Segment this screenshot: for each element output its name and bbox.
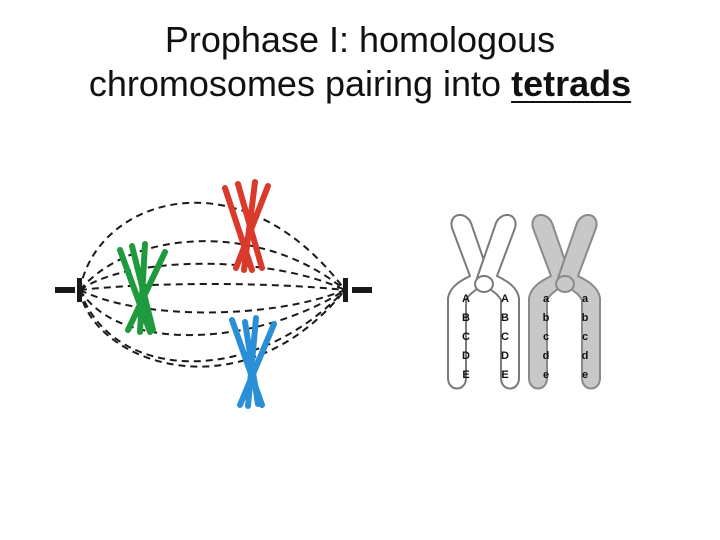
title-line-1: Prophase I: homologous bbox=[164, 19, 556, 60]
allele-dark-right-e: e bbox=[582, 369, 588, 381]
allele-light-right-D: D bbox=[501, 350, 509, 362]
allele-light-left-C: C bbox=[462, 331, 470, 343]
tetrad-green bbox=[117, 241, 168, 335]
allele-light-right-C: C bbox=[501, 331, 509, 343]
allele-dark-right-b: b bbox=[582, 312, 589, 324]
homolog-dark-chromatid-left bbox=[528, 214, 573, 390]
allele-dark-left-a: a bbox=[543, 293, 550, 305]
title-line-2: chromosomes pairing into bbox=[88, 63, 512, 104]
homolog-light-chromatid-right bbox=[475, 214, 520, 390]
allele-light-right-E: E bbox=[501, 369, 508, 381]
homolog-dark bbox=[528, 214, 601, 390]
right-centriole bbox=[343, 278, 372, 302]
allele-dark-right-d: d bbox=[582, 350, 589, 362]
allele-dark-left-d: d bbox=[543, 350, 550, 362]
allele-light-left-A: A bbox=[462, 293, 470, 305]
allele-light-left-D: D bbox=[462, 350, 470, 362]
allele-dark-left-b: b bbox=[543, 312, 550, 324]
allele-light-left-B: B bbox=[462, 312, 470, 324]
left-centriole bbox=[55, 278, 82, 302]
allele-light-right-A: A bbox=[501, 293, 509, 305]
allele-light-left-E: E bbox=[462, 369, 469, 381]
allele-dark-right-a: a bbox=[582, 293, 589, 305]
spindle-apparatus bbox=[79, 201, 346, 368]
allele-light-right-B: B bbox=[501, 312, 509, 324]
homolog-light-centromere bbox=[474, 275, 494, 293]
spindle-outer-top bbox=[79, 201, 346, 291]
tetrad-red bbox=[222, 179, 271, 273]
tetrad-blue bbox=[229, 315, 277, 409]
homolog-light-chromatid-left bbox=[447, 214, 492, 390]
spindle-outer-bottom bbox=[79, 289, 346, 368]
allele-dark-right-c: c bbox=[582, 331, 588, 343]
slide-title: Prophase I: homologous chromosomes pairi… bbox=[0, 18, 720, 106]
homolog-dark-chromatid-right bbox=[556, 214, 601, 390]
title-emphasis-tetrads: tetrads bbox=[511, 63, 632, 104]
allele-dark-left-e: e bbox=[543, 369, 549, 381]
homolog-dark-centromere bbox=[555, 275, 575, 293]
homolog-light bbox=[447, 214, 520, 390]
allele-dark-left-c: c bbox=[543, 331, 549, 343]
